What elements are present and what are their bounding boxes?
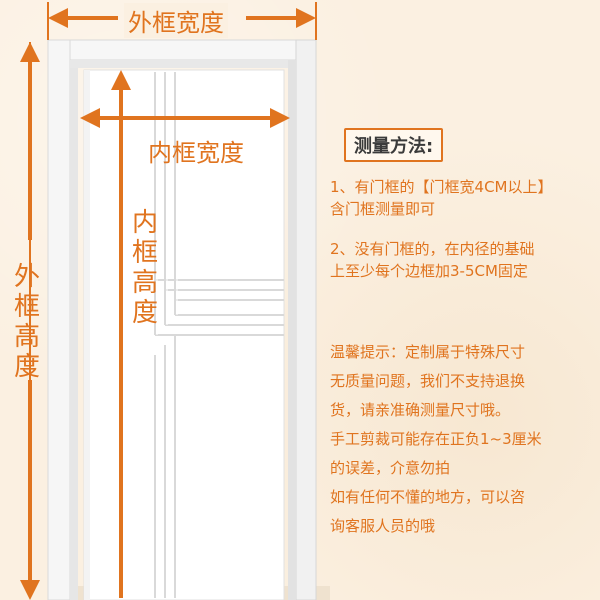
- note-1-line-1: 1、有门框的【门框宽4CM以上】: [330, 178, 553, 196]
- frame-inner-shade-right: [288, 60, 296, 600]
- tip-line: 如有任何不懂的地方，可以咨: [330, 488, 526, 506]
- frame-inner-shade-left: [70, 60, 78, 600]
- outer-width-label: 外框宽度: [124, 3, 228, 38]
- tip-line: 手工剪裁可能存在正负1~3厘米: [330, 430, 542, 448]
- door-edge-shade: [84, 70, 90, 600]
- tip-line: 的误差，介意勿拍: [330, 459, 451, 477]
- inner-height-label: 内框高度: [131, 208, 158, 328]
- inner-width-label: 内框宽度: [148, 139, 244, 167]
- note-with-frame: 1、有门框的【门框宽4CM以上】 含门框测量即可: [330, 176, 553, 220]
- outer-height-label: 外框高度: [13, 262, 40, 382]
- note-2-line-2: 上至少每个边框加3-5CM固定: [330, 262, 528, 280]
- tip-line: 货，请亲准确测量尺寸哦。: [330, 401, 511, 419]
- note-without-frame: 2、没有门框的，在内径的基础 上至少每个边框加3-5CM固定: [330, 238, 535, 282]
- tip-line: 温馨提示：定制属于特殊尺寸: [330, 343, 526, 361]
- tip-line: 询客服人员的哦: [330, 517, 436, 535]
- warm-tips: 温馨提示：定制属于特殊尺寸 无质量问题，我们不支持退换 货，请亲准确测量尺寸哦。…: [330, 338, 592, 541]
- note-2-line-1: 2、没有门框的，在内径的基础: [330, 240, 535, 258]
- frame-inner-shade-top: [70, 60, 296, 68]
- tip-line: 无质量问题，我们不支持退换: [330, 372, 526, 390]
- instructions-title: 测量方法:: [344, 128, 444, 162]
- note-1-line-2: 含门框测量即可: [330, 200, 436, 218]
